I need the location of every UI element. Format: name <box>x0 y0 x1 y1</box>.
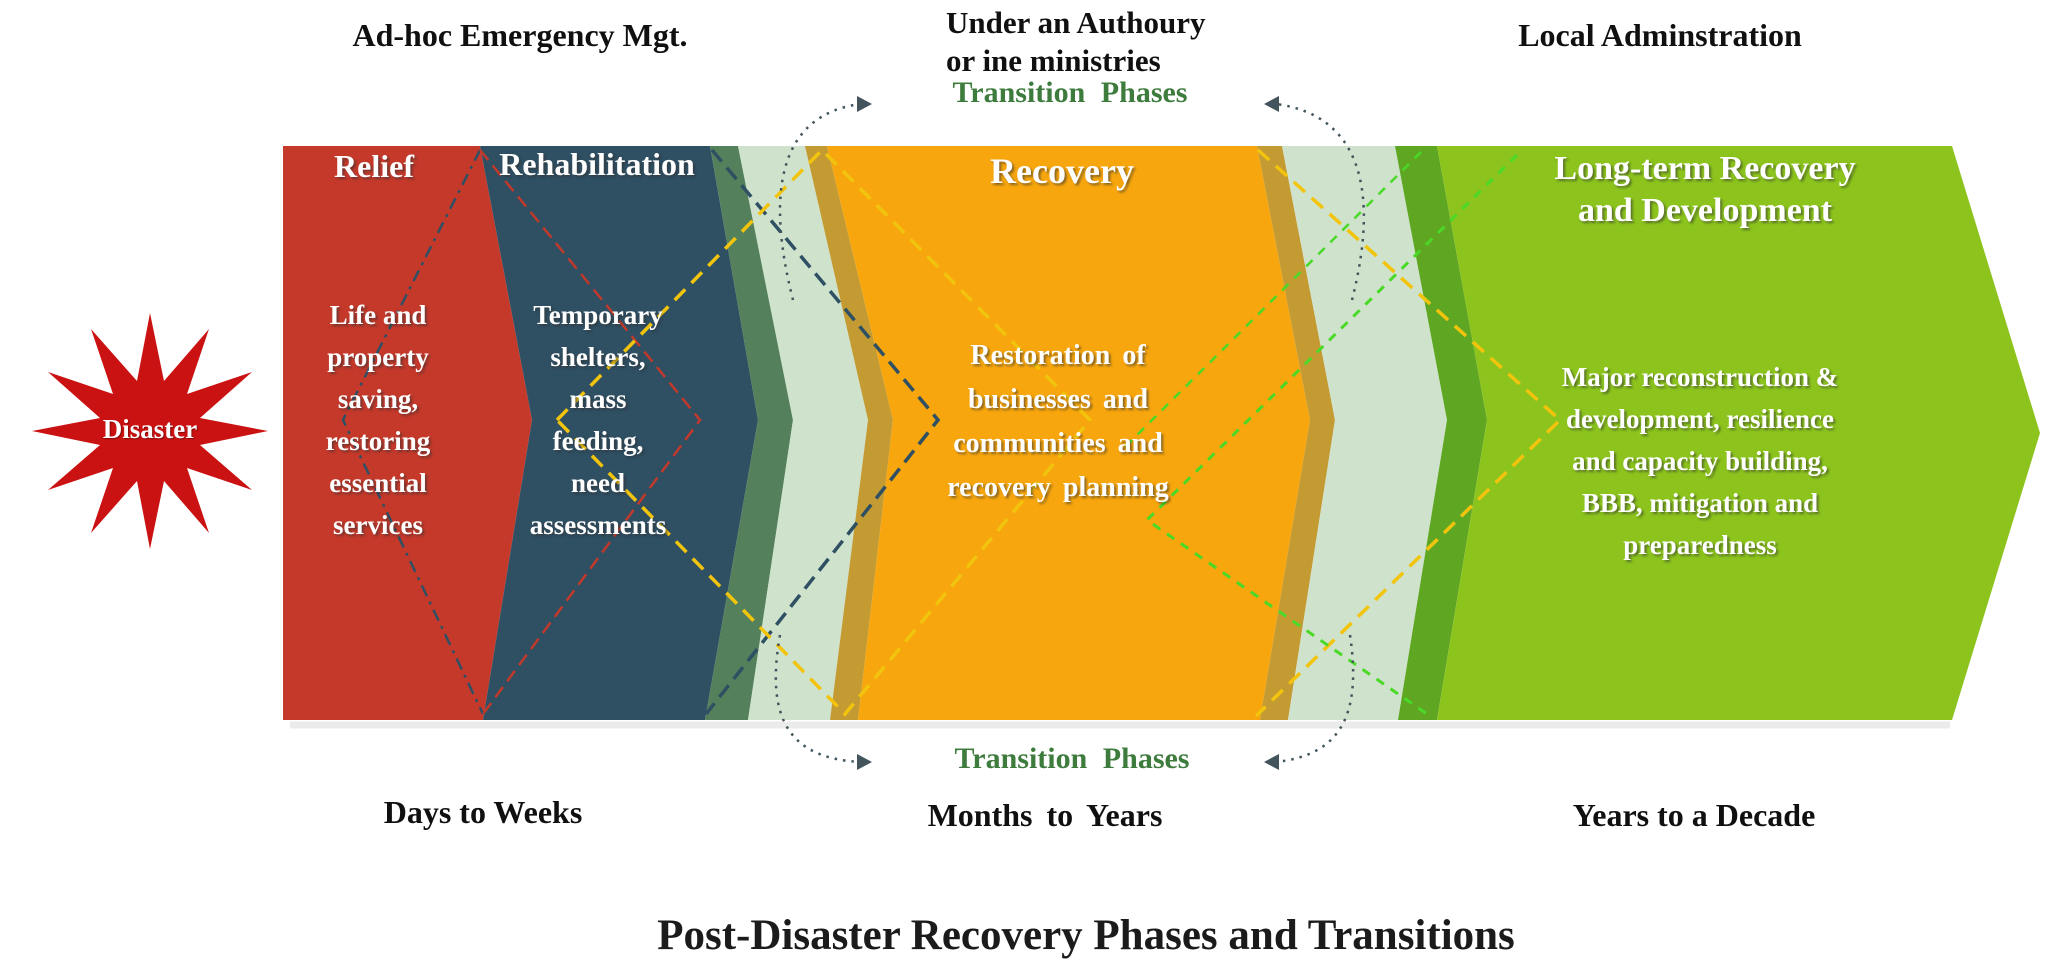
relief-line: Life and <box>329 300 427 330</box>
adhoc-emergency-label: Ad-hoc Emergency Mgt. <box>352 17 688 53</box>
longterm-line: development, resilience <box>1566 404 1834 434</box>
longterm-band-arrow-shape <box>1437 146 2040 720</box>
top-left-arrowhead-icon <box>857 96 872 112</box>
longterm-line: BBB, mitigation and <box>1581 488 1819 518</box>
relief-band-shape <box>283 146 532 720</box>
rehabilitation-body: Temporary shelters, mass feeding, need a… <box>530 300 667 552</box>
rehabilitation-band-shape <box>480 146 758 720</box>
authority-label-line1: Under an Authoury <box>946 5 1206 40</box>
top-left-dotted-arrow <box>778 102 861 301</box>
green-dashed-line-1 <box>1144 153 1519 716</box>
local-administration-label: Local Adminstration <box>1518 17 1802 53</box>
bottom-left-arrowhead-icon <box>857 754 872 770</box>
rehabilitation-line: assessments <box>529 510 667 540</box>
recovery-line: communities and <box>953 428 1163 459</box>
recovery-body: Restoration of businesses and communitie… <box>947 340 1168 516</box>
red-dashed-line <box>479 149 702 715</box>
rehabilitation-line: shelters, <box>550 342 646 372</box>
transition1-overlap-orange-shape <box>805 146 893 720</box>
transition-phases-top-label: Transition Phases <box>952 76 1188 109</box>
bottom-right-dotted-arrow <box>1275 634 1355 764</box>
relief-line: saving, <box>337 384 419 414</box>
rehabilitation-line: need <box>570 468 625 498</box>
longterm-body: Major reconstruction & development, resi… <box>1562 362 1838 572</box>
timeline-months-to-years-label: Months to Years <box>927 797 1163 833</box>
rehabilitation-line: mass <box>569 384 627 414</box>
rehabilitation-title: Rehabilitation <box>499 146 695 182</box>
relief-line: property <box>327 342 429 372</box>
yellow-dashed-diamond-line <box>554 147 1093 717</box>
transition1-overlap-navy-shape <box>705 146 793 720</box>
diagram-title: Post-Disaster Recovery Phases and Transi… <box>657 912 1515 959</box>
relief-title: Relief <box>334 148 414 184</box>
longterm-title-line2: and Development <box>1577 192 1833 229</box>
longterm-line: preparedness <box>1623 530 1777 560</box>
transition-phases-bottom-label: Transition Phases <box>954 742 1190 775</box>
transition1-band-shape <box>738 146 868 720</box>
transition2-band-shape <box>1282 146 1447 720</box>
recovery-title: Recovery <box>990 151 1134 191</box>
transition2-overlap-green-shape <box>1395 146 1487 720</box>
top-right-dotted-arrow <box>1275 102 1366 301</box>
top-right-arrowhead-icon <box>1264 96 1279 112</box>
transition2-overlap-orange-shape <box>1257 146 1335 720</box>
rehabilitation-line: feeding, <box>552 426 644 456</box>
bottom-left-dotted-arrow <box>774 634 861 764</box>
authority-label-line2: or ine ministries <box>946 43 1161 78</box>
disaster-label: Disaster <box>102 414 198 444</box>
green-dashed-line-2 <box>1119 151 1422 453</box>
bottom-right-arrowhead-icon <box>1264 754 1279 770</box>
timeline-days-to-weeks-label: Days to Weeks <box>383 794 583 830</box>
relief-line: essential <box>329 468 427 498</box>
relief-body: Life and property saving, restoring esse… <box>326 300 430 552</box>
disaster-star-icon <box>32 313 268 549</box>
timeline-years-to-decade-label: Years to a Decade <box>1572 797 1816 833</box>
recovery-band-shape <box>827 146 1310 720</box>
longterm-line: and capacity building, <box>1572 446 1828 476</box>
navy-dashdot-line <box>341 149 485 715</box>
relief-line: services <box>333 510 423 540</box>
recovery-line: businesses and <box>967 384 1149 415</box>
navy-dashed-chevron-line <box>704 148 941 716</box>
relief-line: restoring <box>325 426 431 456</box>
longterm-line: Major reconstruction & <box>1561 362 1839 392</box>
rehabilitation-line: Temporary <box>533 300 663 330</box>
recovery-line: Restoration of <box>970 340 1146 371</box>
recovery-line: recovery planning <box>947 472 1169 503</box>
longterm-title-line1: Long-term Recovery <box>1554 150 1856 187</box>
